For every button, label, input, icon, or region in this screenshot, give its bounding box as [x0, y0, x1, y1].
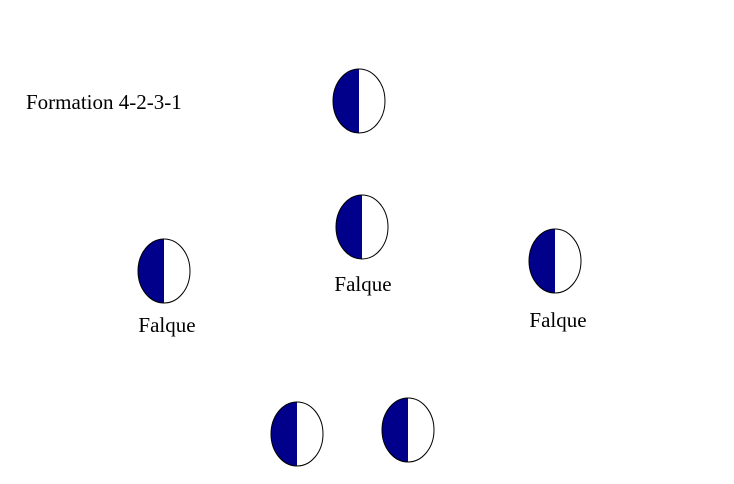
player-marker-bottom-left	[270, 401, 324, 467]
player-marker-left	[137, 238, 191, 304]
player-marker-center	[335, 194, 389, 260]
player-marker-right	[528, 228, 582, 294]
player-marker-bottom-right	[381, 397, 435, 463]
player-label-right: Falque	[529, 308, 587, 332]
player-label-left: Falque	[138, 313, 196, 337]
formation-title: Formation 4-2-3-1	[26, 90, 182, 114]
player-marker-top	[332, 68, 386, 134]
player-label-center: Falque	[334, 272, 392, 296]
